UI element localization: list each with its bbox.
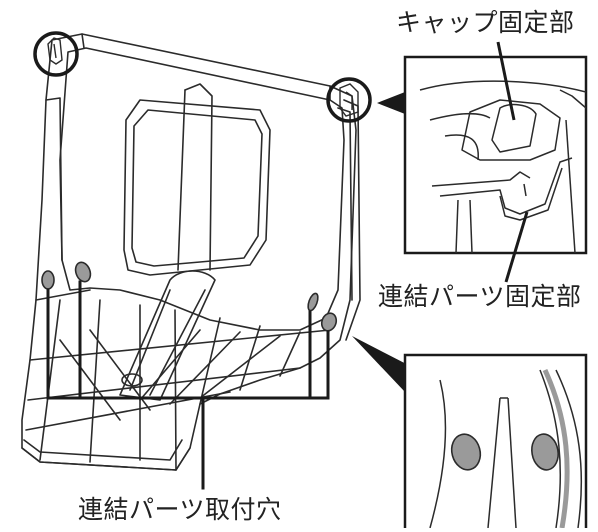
hole-left-2 xyxy=(74,261,92,283)
callout-pointer-top xyxy=(377,92,405,114)
zoom-hole-left xyxy=(450,433,482,471)
conn-fix-leader-line xyxy=(504,211,529,283)
detail-circle-topleft xyxy=(33,31,79,77)
hole-leader-lines xyxy=(46,280,330,490)
clip-topright xyxy=(339,83,359,117)
cap-detail-drawing xyxy=(419,80,586,253)
detail-circle-topright xyxy=(326,77,372,123)
hole-left-1 xyxy=(41,270,55,290)
hole-right-1 xyxy=(307,292,319,312)
tray-body xyxy=(21,33,361,471)
callout-pointer-bottom xyxy=(352,336,418,392)
zoom-callout-cap xyxy=(403,55,588,255)
clip-topleft xyxy=(47,37,63,65)
cap-fixing-part-label: キャップ固定部 xyxy=(396,8,575,37)
mounting-holes xyxy=(41,261,338,332)
connecting-part-holes-label: 連結パーツ取付穴 xyxy=(78,495,282,524)
hole-right-2 xyxy=(320,312,338,332)
zoom-hole-right xyxy=(531,433,559,471)
cap-leader-line xyxy=(496,41,516,121)
hole-detail-drawing xyxy=(429,368,583,528)
connecting-part-fixing-label: 連結パーツ固定部 xyxy=(378,282,582,311)
